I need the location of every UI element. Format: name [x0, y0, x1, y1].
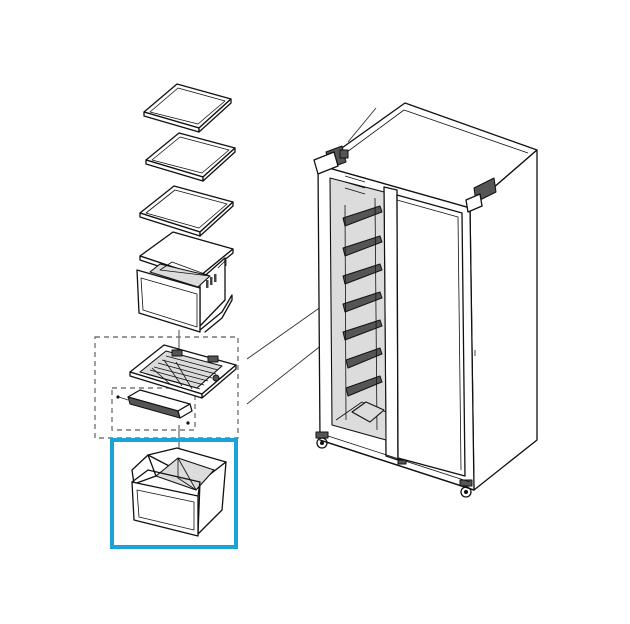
refrigerator-cabinet[interactable] [313, 102, 538, 498]
upper-drawer[interactable] [136, 257, 233, 333]
leader-to-cabinet-top [347, 107, 377, 143]
lower-drawer-highlighted[interactable] [131, 447, 227, 537]
glass-shelf-lower[interactable] [139, 185, 234, 237]
selection-highlight-box [110, 438, 238, 549]
drawer-rail-cover[interactable] [116, 389, 193, 425]
glass-shelf-middle[interactable] [145, 132, 236, 182]
glass-shelf-top[interactable] [143, 83, 232, 133]
drawer-frame-assembly[interactable] [129, 344, 237, 399]
